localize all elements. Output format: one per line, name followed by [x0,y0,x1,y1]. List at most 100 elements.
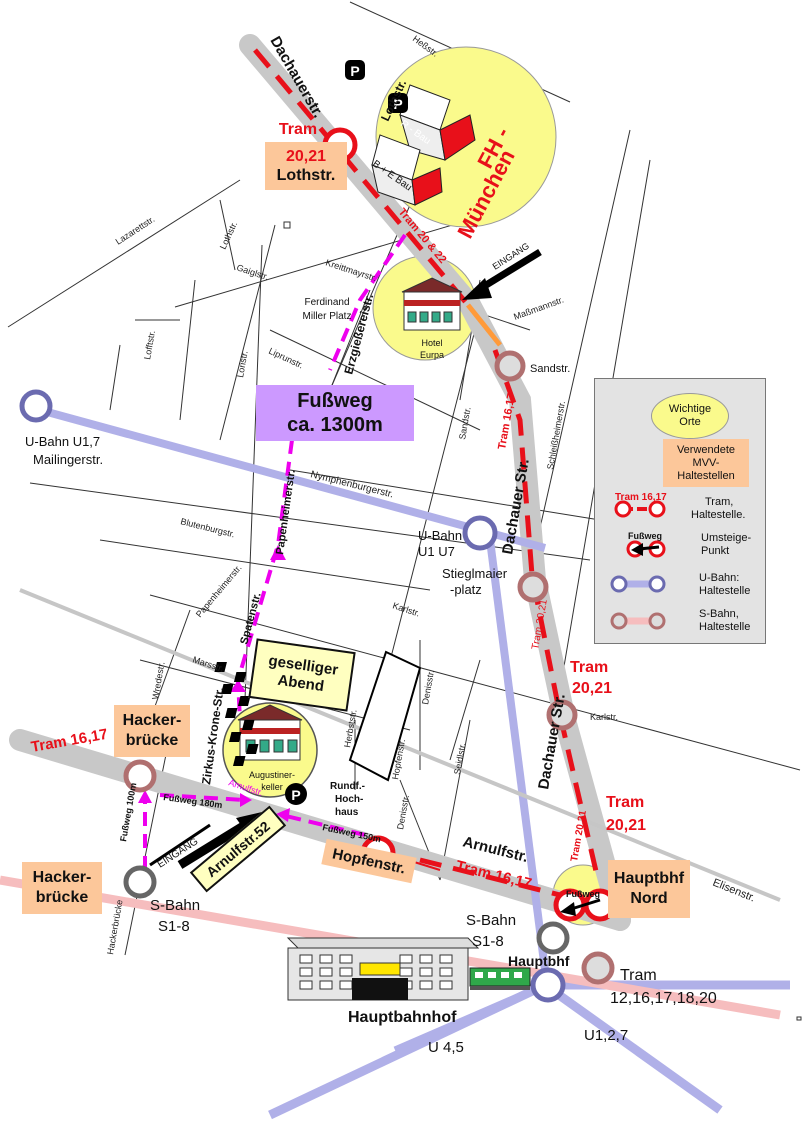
street-denisstr-n: Denisstr. [420,669,436,705]
hacker-top-line1: Hacker- [122,712,182,729]
rundfunk-hochhaus-icon [214,650,422,782]
label-rundfunk-3: haus [335,807,359,818]
label-tram-hbf-2: 12,16,17,18,20 [610,990,717,1007]
legend-ubahn-text: U-Bahn: Haltestelle [699,572,750,598]
label-tram-2021-mid-2: 20,21 [572,680,612,697]
legend-mvv: Verwendete MVV- Haltestellen [663,439,749,487]
label-tram-hbf-1: Tram [620,967,657,984]
legend-wichtige-orte: Wichtige Orte [651,393,729,439]
fussweg-1300-box: Fußweg ca. 1300m [256,385,414,441]
map-legend: Wichtige Orte Verwendete MVV- Haltestell… [594,378,766,644]
svg-text:P: P [393,96,402,112]
street-marsstr: Marsstr. [191,654,225,673]
street-kreittmayrstr: Kreittmayrstr. [324,257,378,283]
street-papenheimerstr-small: Papenheimerstr. [194,563,244,620]
street-blutenburgstr: Blutenburgstr. [180,516,236,539]
street-papenheimerstr: Papenheimerstr. [274,469,298,555]
hacker-top-line2: brücke [125,732,179,749]
label-sbahn-hbf-1: S-Bahn [466,912,516,929]
legend-umstieg-text: Umsteige- Punkt [701,532,751,558]
hacker-bottom-line2: brücke [35,889,89,906]
fh-buildings [371,84,476,206]
hacker-bottom-line1: Hacker- [32,869,92,886]
label-ubahn-west-2: Mailingerstr. [33,452,103,467]
ubahn-line-u17 [38,406,547,552]
label-fussweg-100m: Fußweg 100m [118,782,138,842]
tram-orange-segment [466,303,502,347]
train-icon [469,967,531,990]
street-zirkus-krone-str: Zirkus-Krone-Str. [199,686,227,785]
legend-mvv-3: Haltestellen [677,469,735,482]
stop-ubahn-hbf[interactable] [530,967,566,1003]
label-ferdinand-2: Miller Platz [303,311,352,322]
label-hotel-2: Eurpa [420,350,444,360]
street-grid [7,1,801,956]
fussweg-box-line2: ca. 1300m [287,414,383,436]
lothstr-box-lines: 20,21 [285,148,327,165]
legend-ubahn-1: U-Bahn: [699,572,740,584]
footpath-arrow-1 [270,545,286,560]
legend-tram-1: Tram, [705,496,734,508]
stop-ubahn-stieglmaierplatz[interactable] [462,515,498,551]
street-hackerbruecke-small: Hackerbrücke [105,899,124,955]
small-square-marker [283,221,291,229]
label-ferdinand-1: Ferdinand [304,297,349,308]
stop-sbahn-hbf[interactable] [536,921,570,955]
label-augustiner-2: keller [261,782,283,792]
stop-tram-hackerbruecke[interactable] [123,759,157,793]
stop-tram-karlstr[interactable] [546,699,578,731]
label-ubahn-stiegl-2: U1 U7 [418,544,455,559]
street-liprunstr: Liprunstr. [267,346,305,371]
legend-fussweg-sample: Fußweg [628,531,662,541]
hauptbahnhof-building [286,937,480,1001]
umstieg-arrowhead [560,902,576,916]
stop-tram-hbf[interactable] [581,951,615,985]
street-karlstr-w: Karlstr. [391,600,421,618]
street-loristr: Loristr. [235,350,250,378]
street-sandstr-w: Sandstr. [457,406,473,440]
hbf-nord-box: Hauptbhf Nord [608,860,690,918]
legend-sbahn-1: S-Bahn, [699,608,739,620]
legend-sbahn-text: S-Bahn, Haltestelle [699,608,750,634]
label-ubahn-stiegl-1: U-Bahn [418,528,462,543]
hotel-icon [401,277,463,331]
lothstr-box-name: Lothstr. [276,167,336,184]
legend-symbols: Tram 16,17 Fußweg [610,492,667,630]
label-hauptbahnhof: Hauptbahnhof [348,1009,457,1026]
legend-umstieg-1: Umsteige- [701,532,752,544]
svg-text:P: P [291,787,300,803]
label-u45: U 4,5 [428,1039,464,1056]
lothstr-stop-box: 20,21 Lothstr. [265,142,347,190]
legend-wichtige-2: Orte [679,416,701,428]
label-sbahn-west-2: S1-8 [158,918,190,935]
stop-tram-stiegl[interactable] [517,571,549,603]
legend-tram-sample: Tram 16,17 [615,492,667,503]
label-tram-2021-low-1: Tram [606,794,644,811]
street-lothstr-w: Lothstr. [218,220,240,251]
footpaths [143,233,407,870]
parking-icons: P P P [285,60,408,805]
legend-umstieg-2: Punkt [701,545,730,557]
street-denisstr-s: Denisstr. [395,794,411,830]
ubahn-line-se [542,981,723,1114]
street-karlstr-e: Karlstr. [590,712,618,722]
legend-sbahn-2: Haltestelle [699,621,751,633]
label-u127: U1,2,7 [584,1027,628,1044]
street-hessstr: Heßstr. [411,34,440,59]
label-tram-2021-mid-1: Tram [570,659,608,676]
label-augustiner-1: Augustiner- [249,770,295,780]
stop-tram-sandstr[interactable] [494,350,526,382]
hbf-nord-line1: Hauptbhf [613,870,685,887]
svg-text:P: P [350,63,359,79]
street-lazarettstr: Lazarettstr. [114,214,157,247]
label-stiegl-2: -platz [450,582,482,597]
label-rundfunk-1: Rundf.- [330,781,365,792]
label-ubahn-west-1: U-Bahn U1,7 [25,434,100,449]
label-stiegl-1: Stieglmaier [442,566,508,581]
stop-ubahn-mailingerstr[interactable] [19,389,53,423]
stop-sbahn-hackerbruecke[interactable] [123,865,157,899]
street-lofftstr: Lofftstr. [142,330,157,361]
hackerbruecke-tram-box: Hacker- brücke [114,705,190,757]
legend-tram-text: Tram, Haltestelle. [691,496,745,522]
